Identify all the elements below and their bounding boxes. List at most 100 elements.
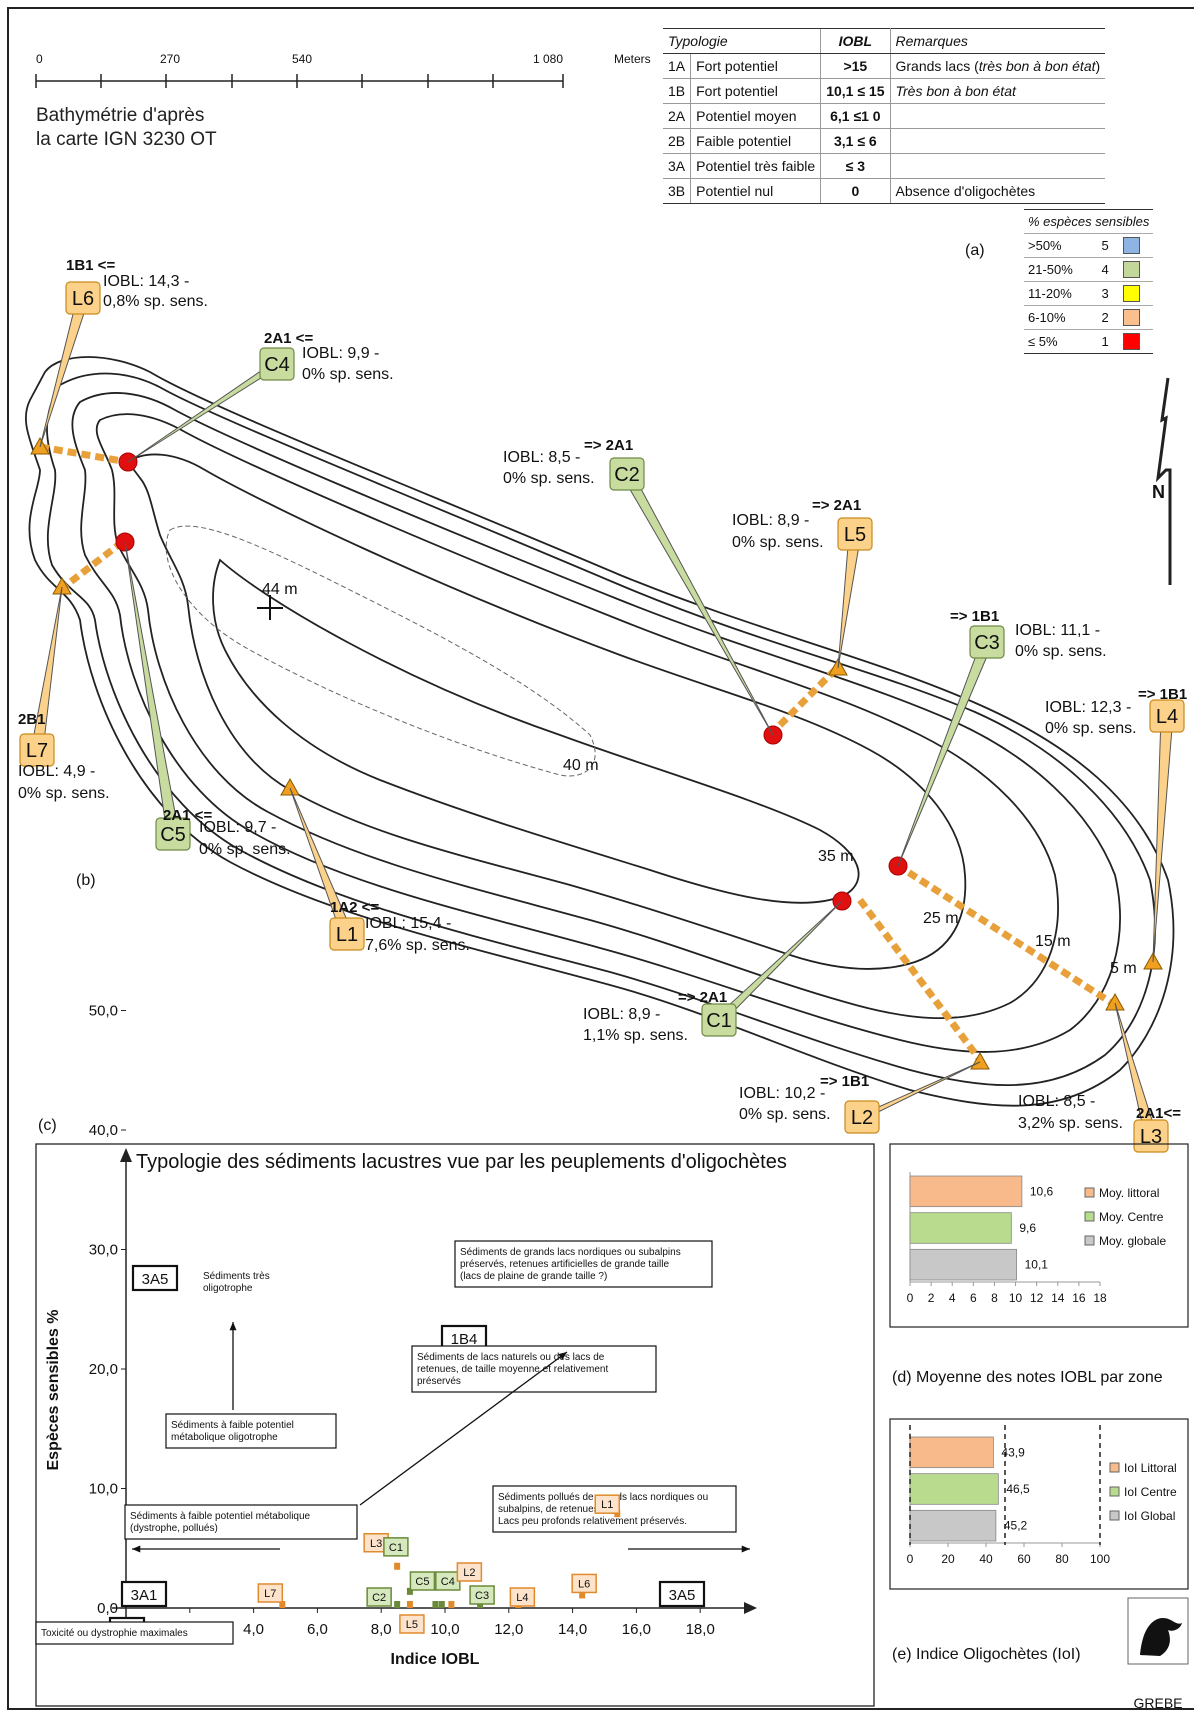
station-leader-line (289, 787, 354, 935)
depth-label: 25 m (923, 910, 959, 927)
scatter-point (394, 1601, 401, 1608)
bar-x-tick-label: 40 (979, 1552, 993, 1566)
sensitivity-swatch (1122, 333, 1140, 351)
transect-line (767, 664, 841, 738)
typology-iobl: >15 (820, 53, 891, 79)
scatter-point (448, 1601, 455, 1608)
bar-x-tick-label: 100 (1090, 1552, 1110, 1566)
sensitivity-row: 11-20%3 (1024, 281, 1154, 306)
bar-x-tick-label: 12 (1030, 1291, 1044, 1305)
sensitivity-range: 21-50% (1024, 257, 1098, 282)
scatter-point-label-box (399, 1614, 425, 1634)
depth-contour (25, 356, 1175, 1107)
typology-remark: Très bon à bon état (890, 78, 1106, 104)
x-tick-label: 10,0 (430, 1621, 459, 1638)
bar-x-tick-label: 4 (949, 1291, 956, 1305)
station-class: => 2A1 (812, 497, 861, 514)
station-box (155, 817, 191, 851)
scatter-point (579, 1591, 586, 1599)
bar-value-label: 10,1 (1025, 1258, 1049, 1272)
arrow-head-icon (558, 1352, 567, 1360)
station-box (701, 1003, 737, 1037)
littoral-station-marker (52, 576, 72, 595)
station-leader-line (30, 586, 63, 751)
depth-label: 35 m (818, 848, 854, 865)
station-class: => 1B1 (1138, 686, 1187, 703)
scale-tick-label: 1 080 (533, 52, 563, 66)
sensitivity-swatch (1122, 261, 1140, 279)
scatter-point-label: C1 (389, 1542, 403, 1554)
station-class: 1B1 <= (66, 257, 115, 274)
annotation-box (411, 1345, 657, 1393)
station-class: => 2A1 (584, 437, 633, 454)
bar-x-tick-label: 20 (941, 1552, 955, 1566)
scatter-point-label: L6 (578, 1578, 590, 1590)
sensitivity-score: 4 (1097, 257, 1119, 282)
bar-value-label: 9,6 (1019, 1221, 1036, 1235)
annotation-text: (lacs de plaine de grande taille ?) (460, 1271, 607, 1282)
station-iobl: IOBL: 8,9 - (732, 512, 809, 529)
station-iobl: IOBL: 8,9 - (583, 1006, 660, 1023)
grebe-bird-icon (1140, 1618, 1182, 1656)
scatter-point-label-box (456, 1562, 483, 1582)
scatter-title: Typologie des sédiments lacustres vue pa… (136, 1151, 787, 1173)
scale-tick-label: 0 (36, 52, 43, 66)
depth-contour (212, 558, 860, 904)
typology-remark: Grands lacs (très bon à bon état) (890, 53, 1106, 79)
station-iobl: IOBL: 9,7 - (199, 819, 276, 836)
station-sensitivity: 1,1% sp. sens. (583, 1027, 688, 1044)
station-id: L2 (851, 1107, 873, 1129)
typology-code: 1A (663, 53, 691, 79)
y-axis-title: Espèces sensibles % (45, 1310, 62, 1471)
bathymetry-caption-line: Bathymétrie d'après (36, 105, 205, 126)
annotation-text: métabolique oligotrophe (171, 1432, 278, 1443)
station-iobl: IOBL: 11,1 - (1015, 622, 1100, 639)
sensitivity-range: 11-20% (1024, 281, 1098, 306)
station-sensitivity: 0% sp. sens. (739, 1106, 831, 1123)
x-tick-label: 14,0 (558, 1621, 587, 1638)
bar-x-tick-label: 8 (991, 1291, 998, 1305)
scatter-point-label-box (469, 1585, 495, 1605)
transect-line (895, 862, 1117, 1008)
station-id: C1 (706, 1010, 732, 1032)
typology-box-label: 3A1 (131, 1587, 158, 1604)
scatter-point-label-box (571, 1573, 597, 1594)
sensitivity-score: 3 (1097, 281, 1119, 306)
scale-tick-label: 270 (160, 52, 180, 66)
deepest-point-cross-icon (257, 595, 283, 620)
bathymetry-caption: Bathymétrie d'après la carte IGN 3230 OT (36, 104, 217, 152)
y-axis-arrow-icon (120, 1148, 132, 1162)
station-id: C3 (974, 632, 1000, 654)
typology-remark (890, 128, 1106, 154)
station-leader-line (1114, 1002, 1158, 1137)
panel-label-b: (b) (76, 872, 96, 889)
arrow-head-icon (229, 1322, 237, 1331)
typology-label: Potentiel très faible (690, 153, 821, 179)
typology-label: Fort potentiel (690, 78, 821, 104)
typology-code: 3B (663, 178, 691, 204)
typology-remark (890, 103, 1106, 129)
bar (909, 1212, 1012, 1244)
bar-x-tick-label: 80 (1055, 1552, 1069, 1566)
x-tick-label: 8,0 (371, 1621, 392, 1638)
station-leader-line (712, 900, 843, 1021)
station-sensitivity: 0% sp. sens. (199, 841, 291, 858)
scatter-point-label: L5 (406, 1619, 418, 1631)
typology-remark: Absence d'oligochètes (890, 178, 1106, 204)
y-tick-label: 20,0 (89, 1361, 118, 1378)
station-sensitivity: 0% sp. sens. (1045, 720, 1137, 737)
sensitivity-score: 2 (1097, 305, 1119, 330)
station-class: 2A1 <= (163, 807, 212, 824)
scatter-panel-frame (35, 1143, 875, 1707)
x-tick-label: 16,0 (622, 1621, 651, 1638)
scatter-point (394, 1562, 401, 1570)
scatter-point-label: L3 (370, 1538, 382, 1550)
scatter-point-label: C5 (415, 1576, 429, 1588)
annotation-text: (dystrophe, pollués) (130, 1523, 218, 1534)
station-id: C2 (614, 464, 640, 486)
station-id: L1 (336, 924, 358, 946)
scale-tick-label: 540 (292, 52, 312, 66)
